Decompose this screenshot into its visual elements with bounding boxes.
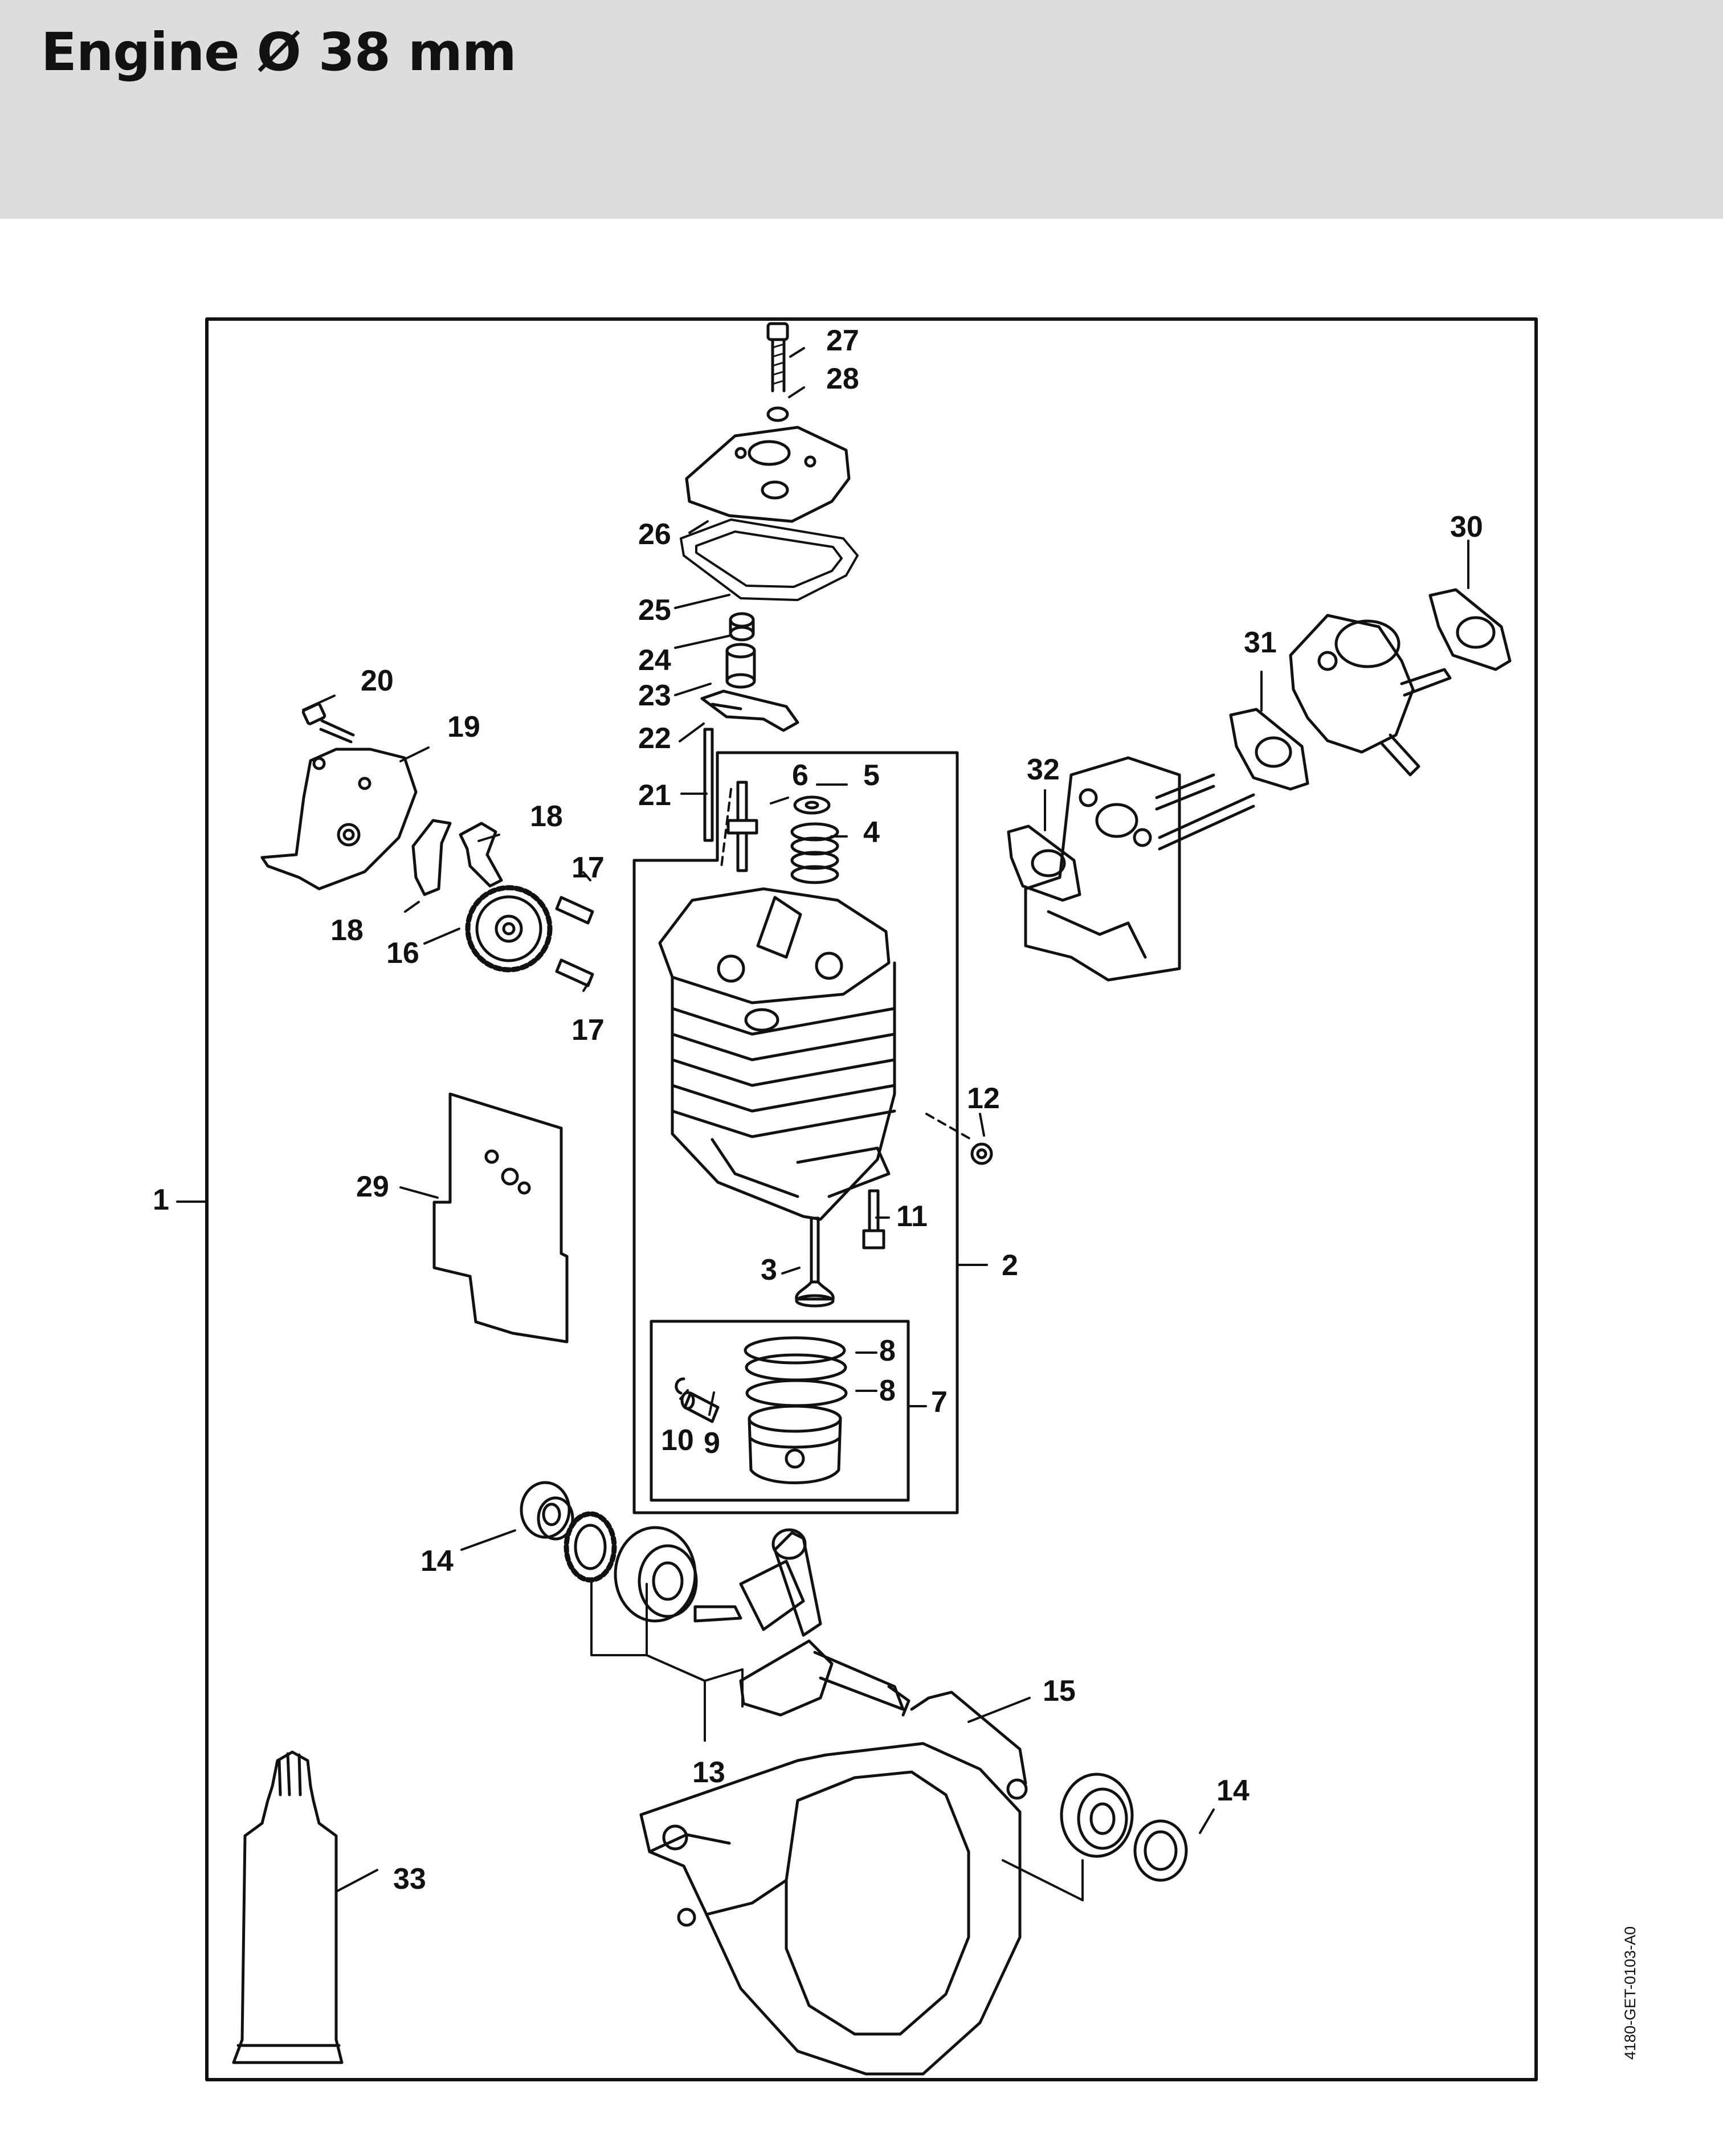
callout-30: 30 xyxy=(1450,511,1483,544)
callout-21: 21 xyxy=(638,779,671,812)
document-code: 4180-GET-0103-A0 xyxy=(1622,1926,1639,2060)
part-12-nut xyxy=(970,1142,993,1165)
callout-3: 3 xyxy=(761,1253,777,1287)
part-22-rocker-arm xyxy=(700,689,799,732)
part-25-gasket xyxy=(680,518,859,601)
part-31-gasket xyxy=(1229,708,1309,791)
callout-8a: 8 xyxy=(879,1334,896,1367)
callout-6: 6 xyxy=(792,759,809,792)
callout-19: 19 xyxy=(447,710,480,744)
ball-bearing-upper xyxy=(614,1526,698,1623)
crankshaft xyxy=(693,1528,911,1717)
carburetor xyxy=(1289,614,1452,777)
callout-18b: 18 xyxy=(330,914,364,947)
callout-17b: 17 xyxy=(571,1014,605,1047)
cylinder xyxy=(658,887,896,1221)
callout-4: 4 xyxy=(863,816,880,849)
callout-18a: 18 xyxy=(530,800,563,833)
callout-28: 28 xyxy=(826,362,859,395)
callout-1: 1 xyxy=(153,1183,169,1216)
callout-13: 13 xyxy=(692,1756,725,1789)
part-17-pins xyxy=(555,896,594,987)
part-6-stud xyxy=(726,781,758,872)
part-18-rocker-lower xyxy=(411,819,452,896)
part-11-screw xyxy=(862,1189,885,1250)
part-15-crankcase xyxy=(639,1690,1028,2076)
callout-7: 7 xyxy=(931,1386,948,1419)
callout-2: 2 xyxy=(1002,1249,1018,1282)
callout-10: 10 xyxy=(661,1424,694,1457)
part-20-screw xyxy=(301,703,355,744)
callout-26: 26 xyxy=(638,518,671,551)
callout-5: 5 xyxy=(863,759,880,792)
callout-14b: 14 xyxy=(1216,1774,1250,1807)
callout-20: 20 xyxy=(361,664,394,697)
callout-labels: 1 2 3 4 5 6 7 8 8 9 10 11 12 13 14 14 15… xyxy=(153,324,1483,1896)
cylinder-group-bracket xyxy=(632,751,959,1514)
ball-bearing-lower xyxy=(1060,1773,1134,1858)
part-14-seal-lower xyxy=(1133,1819,1188,1882)
callout-29: 29 xyxy=(356,1170,389,1203)
callout-23: 23 xyxy=(638,679,671,712)
callout-11: 11 xyxy=(896,1200,928,1233)
part-8-piston-rings xyxy=(744,1336,848,1407)
diagram-frame xyxy=(205,317,1538,2081)
callout-15: 15 xyxy=(1043,1675,1076,1708)
part-10-circlip xyxy=(675,1377,685,1395)
part-18-rocker-upper xyxy=(459,822,503,888)
piston-group-box xyxy=(650,1320,910,1502)
part-14-seal-upper xyxy=(520,1481,574,1541)
part-19-cam-cover xyxy=(260,748,418,891)
part-30-gasket xyxy=(1428,588,1512,671)
part-16-cam-gear xyxy=(465,885,553,973)
callout-14a: 14 xyxy=(420,1545,454,1578)
part-29-gasket xyxy=(432,1092,569,1344)
part-33-sealant-tube xyxy=(232,1750,344,2064)
part-26-valve-cover xyxy=(685,426,851,523)
part-32-gasket xyxy=(1007,824,1081,902)
page-title: Engine Ø 38 mm xyxy=(41,22,517,83)
callout-17a: 17 xyxy=(571,851,605,884)
part-28-washer xyxy=(766,406,789,422)
part-23-sleeve xyxy=(725,643,756,689)
callout-25: 25 xyxy=(638,594,671,627)
callout-33: 33 xyxy=(393,1863,426,1896)
part-4-valve-spring xyxy=(790,822,839,884)
part-7-piston xyxy=(748,1404,842,1484)
callout-9: 9 xyxy=(704,1427,720,1460)
part-3-valve xyxy=(795,1216,835,1308)
part-24-ring xyxy=(729,612,755,642)
callout-22: 22 xyxy=(638,722,671,755)
header-bar: Engine Ø 38 mm xyxy=(0,0,1723,219)
part-27-bolt xyxy=(766,322,789,393)
part-21-push-rod xyxy=(703,728,714,842)
callout-8b: 8 xyxy=(879,1374,896,1407)
callout-12: 12 xyxy=(967,1082,1000,1115)
callout-32: 32 xyxy=(1027,753,1060,786)
part-9-piston-pin xyxy=(680,1391,720,1423)
callout-27: 27 xyxy=(826,324,859,357)
intake-flange xyxy=(1024,756,1255,982)
callout-16: 16 xyxy=(386,937,419,970)
pinion-gear xyxy=(564,1511,617,1583)
callout-31: 31 xyxy=(1244,626,1277,659)
callout-24: 24 xyxy=(638,644,671,677)
leader-lines xyxy=(176,347,1469,1901)
part-5-spring-retainer xyxy=(793,795,831,815)
